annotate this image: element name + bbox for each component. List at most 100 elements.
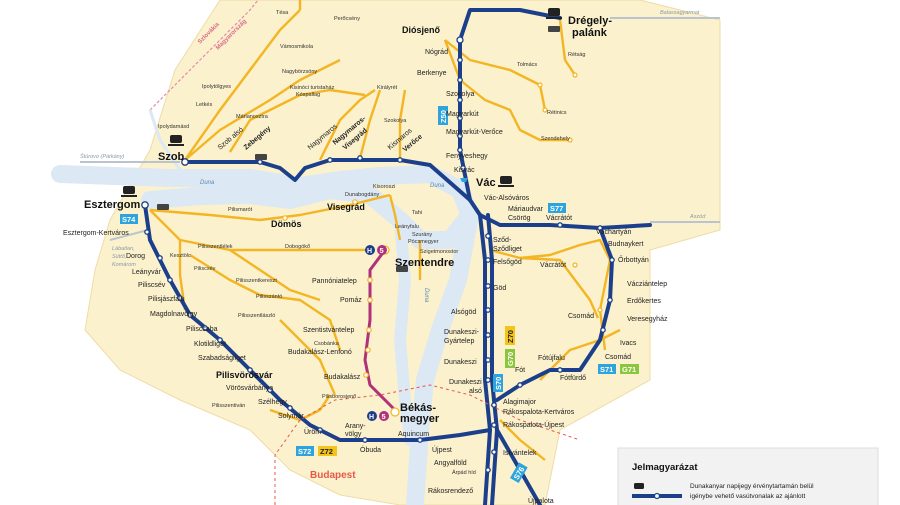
station-label: Csörög: [508, 215, 531, 222]
legend-text-1: Dunakanyar napijegy érvénytartamán belül: [690, 483, 814, 490]
station-label: Rákospalota-Kertváros: [503, 409, 575, 416]
badge-s77: S77: [548, 203, 566, 213]
station-label: Perőcsény: [334, 16, 360, 22]
station-label: Budakalász: [324, 374, 361, 381]
label-dregely: Drégely-: [568, 15, 612, 27]
svg-text:S71: S71: [600, 365, 613, 374]
station-label: Pannóniatelep: [312, 278, 357, 285]
station-label: Szendehely: [541, 136, 570, 142]
train-icon: [546, 8, 562, 19]
ferry-icon: [460, 178, 468, 182]
station-label: Piliscsaba: [186, 326, 218, 333]
station-label: Veresegyház: [627, 316, 668, 323]
station-label: Sződliget: [493, 246, 522, 253]
label-domos: Dömös: [271, 219, 302, 229]
label-komarom: Komárom: [112, 262, 136, 268]
station-label: Felsőgöd: [493, 259, 522, 266]
label-vac: Vác: [476, 177, 496, 189]
svg-text:G71: G71: [622, 365, 636, 374]
station-label: Göd: [493, 285, 506, 292]
station-label: Kisoroszi: [373, 184, 395, 190]
station-label: Pilisborosjenő: [322, 394, 356, 400]
station-label: alsó: [469, 388, 482, 395]
station-label: Rétinics: [547, 110, 567, 116]
label-visegrad: Visegrád: [327, 202, 365, 212]
station-dots: [141, 36, 615, 473]
station-label: Váchartyán: [596, 229, 632, 236]
station-label: Csomád: [568, 313, 594, 320]
station-label: Gyártelep: [444, 338, 474, 345]
main-station-labels: Nógrád Berkenye Szokolya Magyarkút Magya…: [63, 49, 668, 505]
bus-icon: [157, 204, 169, 210]
station-label: Klotildliget: [194, 341, 226, 348]
badge-h5a: 5: [380, 246, 384, 255]
station-label: Rákosrendező: [428, 488, 473, 495]
hev-icon: H 5: [367, 411, 389, 421]
svg-text:Z72: Z72: [320, 447, 333, 456]
station-label: Aquincum: [398, 431, 429, 438]
label-labatlan: Lábatlan,: [112, 246, 135, 252]
legend-title: Jelmagyarázat: [632, 462, 698, 473]
label-duna-1: Duna: [200, 180, 215, 186]
station-label: Vácziántelep: [627, 281, 667, 288]
label-duna-3: Duna: [423, 288, 429, 303]
river-duna-arm: [394, 214, 416, 446]
station-label: Dunabogdány: [345, 192, 380, 198]
station-label: Pilisszentkereszt: [236, 278, 277, 284]
station-label: Ipolytölgyes: [202, 84, 231, 90]
station-label: Piliscsév: [194, 266, 216, 272]
station-label: Budakalász-Lenfonó: [288, 349, 352, 356]
station-label: Pilismarót: [228, 207, 253, 213]
badge-z72: Z72: [318, 446, 337, 456]
label-pilisvorosvar: Pilisvörösvár: [216, 370, 273, 380]
station-label: Szurány: [412, 232, 432, 238]
label-bekas-1: Békás-: [400, 402, 436, 414]
bus-icon: [548, 26, 560, 32]
legend-text-2: igénybe vehető vasútvonalak az ajánlott: [690, 493, 805, 500]
station-label: Óbuda: [360, 445, 381, 454]
country-border: [149, 0, 259, 111]
station-label: Dobogókő: [285, 244, 310, 250]
train-icon: [634, 483, 644, 489]
station-label: Üröm: [304, 428, 321, 436]
station-label: Vácrátót: [546, 215, 572, 222]
label-balassagyarmat: Balassagyarmat: [660, 10, 700, 16]
station-label: Dorog: [126, 253, 145, 260]
station-label: Tésa: [276, 10, 289, 16]
badge-g70: G70: [505, 349, 515, 368]
label-sturovo: Štúrovo (Párkány): [80, 153, 124, 160]
station-label: Letkés: [196, 102, 212, 108]
station-label: Istvántelek: [503, 450, 537, 457]
badge-z70: Z70: [505, 326, 515, 345]
station-label: Piliscsév: [138, 282, 166, 289]
station-label: Sződ-: [493, 237, 512, 244]
hev-line-h5: [363, 249, 397, 412]
station-label: Szokolya: [384, 118, 407, 124]
station-label: Dunakeszi: [449, 379, 482, 386]
station-label: Rákospalota-Újpest: [503, 420, 564, 429]
station-label: Pomáz: [340, 297, 362, 304]
label-szob: Szob: [158, 151, 185, 163]
station-label: Alagimajor: [503, 399, 537, 406]
station-label: Nógrád: [425, 49, 448, 56]
station-label: Királyrét: [377, 85, 398, 91]
station-label: Leányvár: [132, 269, 161, 276]
station-label: Rétság: [568, 52, 585, 58]
station-label: Szentistvántelep: [303, 327, 354, 334]
badge-z50: Z50: [438, 106, 448, 125]
train-icon: [121, 186, 137, 197]
badge-s70: S70: [493, 374, 503, 392]
bus-icon: [396, 266, 408, 272]
svg-text:Z70: Z70: [506, 330, 515, 343]
badge-s72: S72: [296, 446, 314, 456]
label-esztergom: Esztergom: [84, 199, 140, 211]
station-label: Alsógöd: [451, 309, 476, 316]
station-label: Pilisszántó: [256, 294, 282, 300]
station-label: Kisinóci turistaház: [290, 85, 335, 91]
station-label: Vác-Alsóváros: [484, 195, 530, 202]
svg-text:S72: S72: [298, 447, 311, 456]
station-label: Arany-: [345, 423, 366, 430]
label-palank: palánk: [572, 27, 608, 39]
train-icon: [168, 135, 184, 146]
